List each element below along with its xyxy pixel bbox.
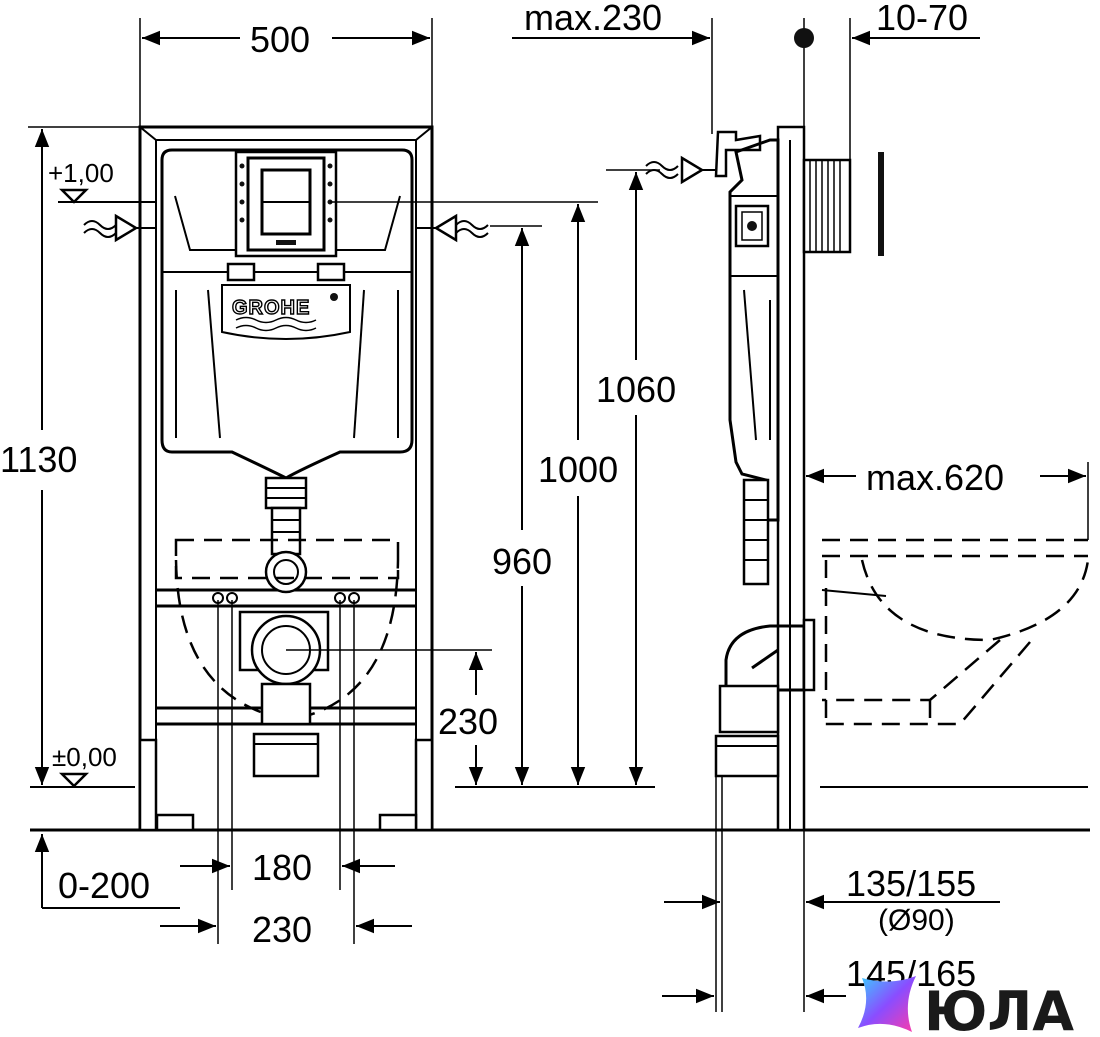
label-plus-1: +1,00 <box>48 158 114 188</box>
dim-width-230: 230 <box>160 600 412 950</box>
side-water-inlet <box>645 155 716 185</box>
label-diameter-90: (Ø90) <box>878 904 955 937</box>
label-500: 500 <box>250 19 310 60</box>
dim-max-230: max.230 <box>512 0 713 134</box>
drain-front <box>212 592 360 778</box>
label-960: 960 <box>492 541 552 582</box>
dim-height-960: 960 <box>490 225 552 785</box>
dim-range-10-70: 10-70 <box>794 0 980 160</box>
label-180: 180 <box>252 847 312 888</box>
label-max-620: max.620 <box>866 457 1004 498</box>
side-cistern <box>714 130 780 586</box>
label-max-230: max.230 <box>524 0 662 38</box>
dim-depth-135-155: 135/155 (Ø90) <box>664 776 1000 1012</box>
level-zero: ±0,00 <box>52 742 117 788</box>
dim-height-1000: 1000 <box>330 201 618 785</box>
dim-max-620: max.620 <box>806 457 1089 540</box>
side-pan-outline <box>821 538 1090 726</box>
label-1000: 1000 <box>538 449 618 490</box>
dim-range-0-200: 0-200 <box>34 834 180 909</box>
side-frame <box>776 125 806 832</box>
label-230-height: 230 <box>438 701 498 742</box>
dim-height-230: 230 <box>286 649 498 785</box>
label-135-155: 135/155 <box>846 863 976 904</box>
side-flush-plate <box>802 152 884 256</box>
water-inlet-right <box>416 213 489 243</box>
cistern: GROHE <box>160 148 414 594</box>
dim-width-500: 500 <box>139 18 433 127</box>
watermark-text: ЮЛА <box>924 980 1074 1037</box>
watermark: ЮЛА <box>858 976 1074 1037</box>
grohe-logo: GROHE <box>232 297 310 319</box>
label-230-width: 230 <box>252 909 312 950</box>
watermark-logo-icon <box>858 976 916 1032</box>
dim-width-180: 180 <box>180 600 395 890</box>
label-1060: 1060 <box>596 369 676 410</box>
dim-height-1130: 1130 <box>0 126 140 785</box>
pan-outline-front <box>174 538 400 722</box>
label-1130: 1130 <box>0 439 77 480</box>
water-inlet-left <box>83 213 156 243</box>
label-0-200: 0-200 <box>58 865 150 906</box>
label-10-70: 10-70 <box>876 0 968 38</box>
label-zero: ±0,00 <box>52 742 117 772</box>
side-drain <box>714 618 816 778</box>
dim-height-1060: 1060 <box>596 169 676 785</box>
level-plus-1: +1,00 <box>48 158 156 204</box>
